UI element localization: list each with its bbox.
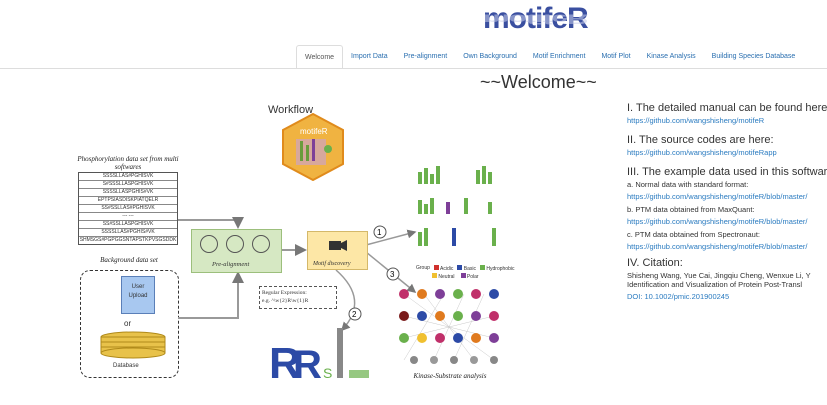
tab-motif-plot[interactable]: Motif Plot <box>601 53 631 60</box>
pre-alignment-label: Pre-alignment <box>212 261 250 268</box>
logo-reflection: motifeR <box>483 11 588 26</box>
svg-text:R: R <box>269 339 301 382</box>
regex-sequence-logo: R R S <box>269 328 369 382</box>
info-panel: I. The detailed manual can be found here… <box>627 100 827 305</box>
workflow-title: Workflow <box>268 104 314 116</box>
peptide-row: EPTPSIASDISKPIATQELR <box>79 197 177 205</box>
example-heading: III. The example data used in this softw… <box>627 166 827 178</box>
manual-heading: I. The detailed manual can be found here <box>627 102 827 114</box>
peptide-row: SS#SSLLAS#PGHISVK <box>79 205 177 213</box>
motif-logos <box>418 166 496 246</box>
motif-discovery-label: Motif discovery <box>313 261 351 267</box>
app-logo: motifeR motifeR <box>483 2 589 40</box>
database-label: Database <box>113 363 139 369</box>
user-upload-icon: User Upload <box>121 276 155 314</box>
peptide-row: S#SSSLLASPGHISVK <box>79 181 177 189</box>
background-box: User Upload or Database <box>80 270 179 378</box>
motifer-hex-logo: motifeR <box>282 113 344 181</box>
peptide-table: SSSSLLAS#PGHISVK S#SSSLLASPGHISVK SSSSLL… <box>78 172 178 245</box>
circle-icon <box>252 235 270 253</box>
workflow-figure: Workflow motifeR Phosphorylation data se… <box>70 100 550 400</box>
source-link[interactable]: https://github.com/wangshisheng/motifeRa… <box>627 148 777 157</box>
group-legend: Group Acidic Basic Hydrophobic <box>416 265 514 272</box>
pre-alignment-box: Pre-alignment <box>191 229 282 273</box>
tab-welcome[interactable]: Welcome <box>296 45 344 69</box>
step-number: 1 <box>377 228 382 237</box>
peptide-row: SHMSGS#PGPGGSNTAPSTKPVSGSDDK <box>79 237 177 243</box>
tab-building-species-database[interactable]: Building Species Database <box>711 53 796 60</box>
background-caption: Background data set <box>100 256 158 264</box>
group-legend-row2: Neutral Polar <box>432 273 479 280</box>
manual-link[interactable]: https://github.com/wangshisheng/motifeR <box>627 116 765 125</box>
legend-hydrophobic: Hydrophobic <box>480 265 514 272</box>
doi-link[interactable]: DOI: 10.1002/pmic.201900245 <box>627 292 730 301</box>
motif-discovery-box: Motif discovery <box>307 231 368 270</box>
example-b-text: b. PTM data obtained from MaxQuant: <box>627 205 755 214</box>
regex-example: e.g. ^\w{2}R\w{1}R <box>262 298 309 304</box>
legend-acidic: Acidic <box>433 265 453 272</box>
circle-icon <box>226 235 244 253</box>
step-number: 3 <box>390 270 395 279</box>
example-b-link[interactable]: https://github.com/wangshisheng/motifeR/… <box>627 217 808 226</box>
tab-import-data[interactable]: Import Data <box>351 53 388 60</box>
kinase-caption: Kinase-Substrate analysis <box>413 372 487 380</box>
citation-heading: IV. Citation: <box>627 257 683 269</box>
tab-pre-alignment[interactable]: Pre-alignment <box>403 53 448 60</box>
workflow-arrows: 1 2 3 <box>178 217 417 332</box>
example-a-text: a. Normal data with standard format: <box>627 180 749 189</box>
logo-text: motifeR <box>483 2 589 35</box>
step-number: 2 <box>352 310 357 319</box>
nav-tabs: Welcome Import Data Pre-alignment Own Ba… <box>296 45 803 69</box>
nav-divider <box>0 68 827 69</box>
tab-own-background[interactable]: Own Background <box>463 53 517 60</box>
regex-box: Regular Expression: e.g. ^\w{2}R\w{1}R <box>259 286 337 309</box>
peptide-row: SSSSLLASPGHIS#VK <box>79 189 177 197</box>
or-label: or <box>124 319 132 328</box>
citation-line-2: Identification and Visualization of Prot… <box>627 280 803 289</box>
camera-icon <box>329 240 347 251</box>
kinase-network <box>399 289 499 364</box>
regex-title: Regular Expression: <box>262 290 307 296</box>
hex-logo-text: motifeR <box>300 127 328 136</box>
svg-text:S: S <box>323 365 332 381</box>
legend-title: Group <box>416 265 430 271</box>
example-c-link[interactable]: https://github.com/wangshisheng/motifeR/… <box>627 242 808 251</box>
legend-neutral: Neutral <box>432 273 455 280</box>
peptide-row: SSSSLLAS#PGHISVK <box>79 173 177 181</box>
example-a-link[interactable]: https://github.com/wangshisheng/motifeR/… <box>627 192 808 201</box>
legend-basic: Basic <box>457 265 476 272</box>
svg-text:R: R <box>293 343 322 382</box>
tab-kinase-analysis[interactable]: Kinase Analysis <box>646 53 696 60</box>
database-icon <box>100 331 166 359</box>
tab-motif-enrichment[interactable]: Motif Enrichment <box>532 53 586 60</box>
source-heading: II. The source codes are here: <box>627 134 774 146</box>
peptide-row: --- --- <box>79 213 177 221</box>
example-c-text: c. PTM data obtained from Spectronaut: <box>627 230 760 239</box>
circle-icon <box>200 235 218 253</box>
peptide-row: SSSSLLAS#PGHIS#VK <box>79 229 177 237</box>
peptide-row: SS#SSLLASPGHISVK <box>79 221 177 229</box>
phospho-caption: Phosphorylation data set from multi soft… <box>77 155 179 171</box>
legend-polar: Polar <box>460 273 479 280</box>
page-title: ~~Welcome~~ <box>480 72 597 92</box>
citation-line-1: Shisheng Wang, Yue Cai, Jingqiu Cheng, W… <box>627 271 811 280</box>
